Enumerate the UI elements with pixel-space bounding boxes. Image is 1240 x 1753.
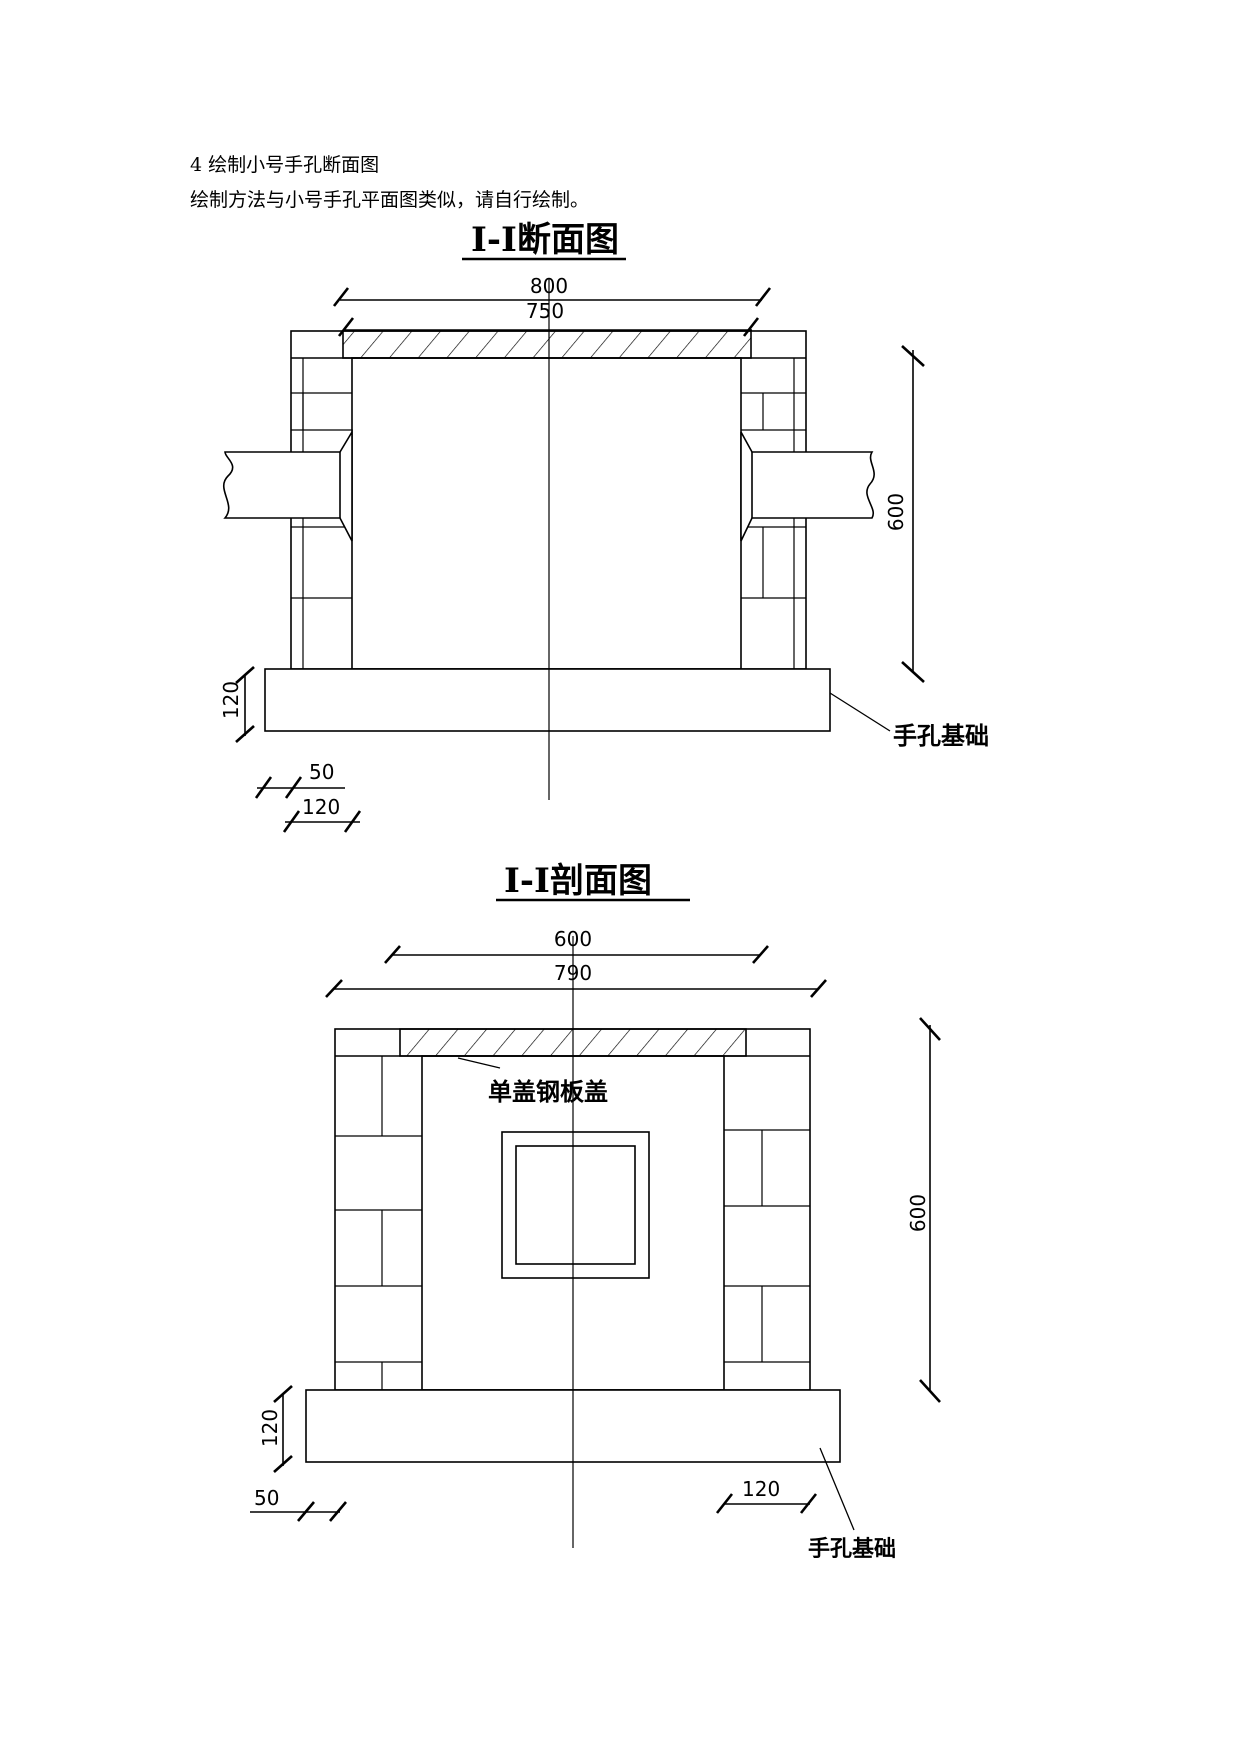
drawing2-foundation-label: 手孔基础 <box>808 1536 896 1562</box>
drawing1-dim-600: 600 <box>884 493 908 531</box>
drawing1-foundation-label: 手孔基础 <box>893 721 989 750</box>
drawing2-pipe-opening-inner <box>515 1145 636 1265</box>
drawing2-foundation-dimension <box>273 1385 293 1473</box>
drawing1-foundation-leader <box>829 692 891 732</box>
drawing1-foundation-slab <box>264 668 831 732</box>
intro-description: 绘制方法与小号手孔平面图类似，请自行绘制。 <box>190 189 590 211</box>
drawing2-bottom-dimension <box>715 1493 818 1514</box>
section-drawing-1: I-I断面图 800 750 <box>219 220 989 833</box>
drawing1-height-dimension <box>901 345 925 683</box>
drawing1-dim-50: 50 <box>309 760 334 784</box>
drawing2-cover-label: 单盖钢板盖 <box>488 1077 608 1106</box>
drawing1-right-brick-wall <box>741 358 806 669</box>
drawing1-dim-750: 750 <box>526 299 564 323</box>
drawing1-cover-hatched <box>342 330 752 359</box>
drawing1-left-pipe <box>222 429 353 542</box>
drawing1-right-pipe <box>740 431 875 542</box>
drawing2-height-dimension <box>919 1017 941 1403</box>
drawing2-top-dimensions <box>325 945 827 998</box>
drawing1-title: I-I断面图 <box>471 220 619 260</box>
drawing1-dim-120-bottom: 120 <box>302 795 340 819</box>
drawing2-right-brick-wall <box>724 1129 810 1363</box>
drawing2-dim-600-height: 600 <box>906 1194 930 1232</box>
drawing2-title: I-I剖面图 <box>504 861 652 901</box>
drawing2-cover-leader <box>457 1057 501 1069</box>
drawing2-dim-120-foundation: 120 <box>258 1409 282 1447</box>
drawing2-offset-dimension <box>250 1501 347 1522</box>
drawing1-dim-120-foundation: 120 <box>219 681 243 719</box>
drawing1-bottom-dimensions <box>254 776 362 833</box>
section-drawing-2: I-I剖面图 600 790 <box>250 861 941 1562</box>
drawing2-foundation-leader <box>819 1447 855 1531</box>
drawing1-inner-chamber <box>351 357 742 670</box>
drawing2-left-brick-wall <box>335 1056 422 1390</box>
drawing1-foundation-dimension <box>235 666 255 743</box>
drawing2-dim-50: 50 <box>254 1486 279 1510</box>
drawing2-dim-120-bottom: 120 <box>742 1477 780 1501</box>
drawing2-pipe-opening-outer <box>501 1131 650 1279</box>
intro-heading: 4 绘制小号手孔断面图 <box>190 154 380 176</box>
